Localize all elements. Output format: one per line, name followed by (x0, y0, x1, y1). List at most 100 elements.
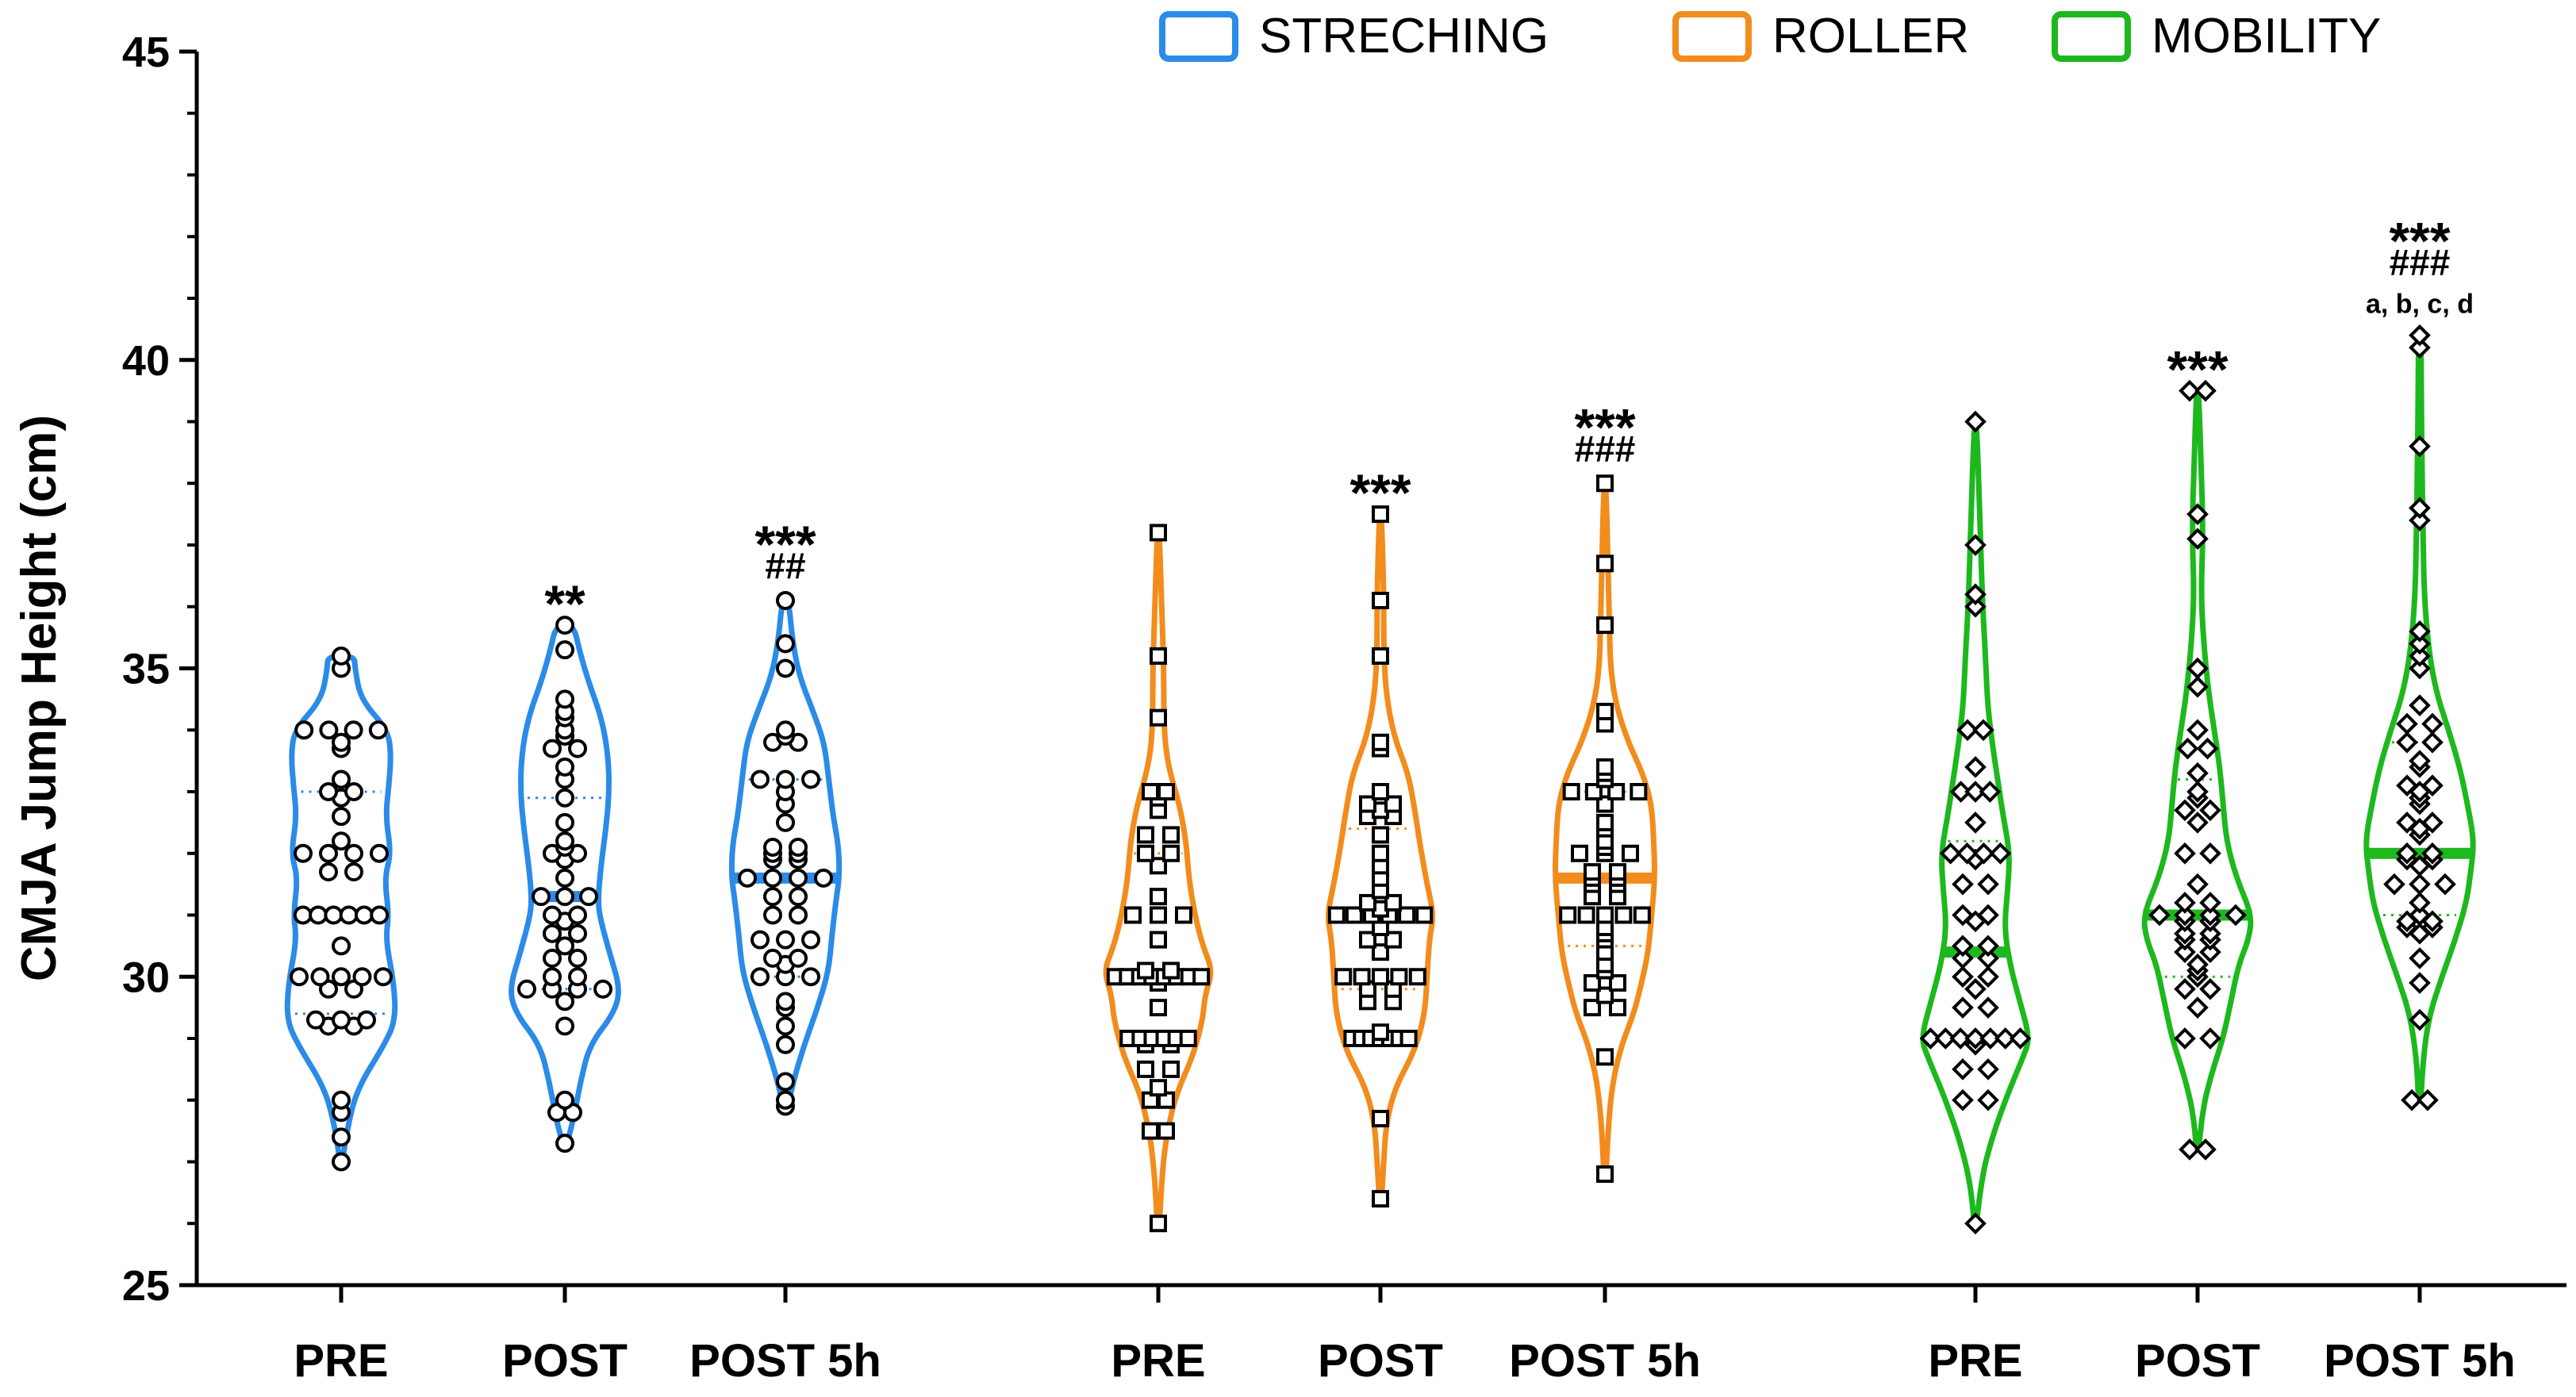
data-point (2009, 1027, 2032, 1050)
data-point (568, 948, 587, 968)
significance-stars: *** (2389, 212, 2450, 271)
data-point (1175, 906, 1192, 924)
data-point (2421, 774, 2444, 797)
data-point (1964, 1027, 1987, 1050)
data-point (1372, 591, 1389, 609)
data-point (1964, 410, 1987, 433)
significance-hashes: ## (765, 545, 805, 586)
data-point (776, 590, 795, 610)
x-tick-label: PRE (1111, 1335, 1205, 1387)
x-tick-label: POST 5h (2324, 1335, 2516, 1387)
data-point (1964, 534, 1987, 556)
significance-letters: a, b, c, d (2366, 290, 2474, 320)
data-point (370, 905, 390, 925)
data-point (1384, 795, 1402, 813)
data-point (1622, 844, 1639, 862)
data-point (1137, 961, 1154, 980)
data-point (1359, 795, 1376, 813)
data-point (1162, 826, 1180, 844)
data-point (309, 905, 328, 925)
data-point (2186, 719, 2209, 742)
data-point (1964, 756, 1987, 778)
data-point (2186, 996, 2209, 1019)
data-point (344, 843, 363, 863)
data-point (2421, 731, 2444, 754)
x-tick-label: POST 5h (1509, 1335, 1701, 1387)
data-point (1384, 893, 1402, 912)
data-point (2186, 953, 2209, 976)
annotations: **##******###******a, b, c, d###*** (544, 212, 2474, 633)
data-point (2225, 904, 2247, 927)
significance-hashes: ### (1575, 428, 1636, 469)
data-point (1372, 1023, 1389, 1042)
data-point (339, 905, 359, 925)
data-point (1596, 758, 1614, 776)
significance-hashes: ### (2390, 242, 2451, 283)
data-point (370, 843, 389, 863)
data-point (354, 905, 374, 925)
data-point (374, 967, 393, 987)
data-point (2174, 892, 2196, 914)
data-point (1596, 1165, 1614, 1184)
data-point (357, 1010, 376, 1030)
data-point (2179, 1138, 2201, 1161)
data-point (532, 887, 551, 907)
data-point (1372, 1190, 1389, 1208)
data-point (2199, 799, 2221, 822)
data-point (344, 782, 363, 801)
data-point (1964, 583, 1987, 606)
data-point (1162, 961, 1180, 980)
data-point (332, 936, 351, 956)
data-point (1372, 943, 1389, 961)
data-point (814, 868, 833, 888)
y-tick-label: 30 (122, 954, 170, 1001)
data-point (555, 831, 574, 851)
data-point (1596, 1048, 1614, 1066)
data-point (1964, 1212, 1987, 1235)
data-point (776, 770, 795, 789)
data-point (555, 689, 574, 709)
data-point (2396, 731, 2418, 754)
legend-label: STRECHING (1259, 9, 1549, 63)
x-tick-label: POST (2135, 1335, 2260, 1387)
data-point (1994, 1027, 2017, 1050)
data-point (1977, 996, 1999, 1019)
data-point (2186, 503, 2209, 525)
data-point (332, 646, 351, 666)
data-point (2409, 620, 2431, 643)
data-point (1596, 702, 1614, 720)
data-point (543, 739, 562, 758)
data-point (776, 658, 795, 678)
data-point (1977, 1088, 1999, 1111)
data-point (2194, 379, 2217, 402)
data-point (2199, 941, 2221, 963)
data-point (801, 967, 820, 987)
data-point (310, 967, 330, 987)
data-point (1607, 783, 1626, 800)
data-point (319, 720, 339, 740)
data-point (751, 930, 770, 950)
data-point (332, 1010, 351, 1030)
data-point (1150, 1079, 1167, 1097)
data-point (2186, 812, 2209, 834)
data-point (1399, 1030, 1418, 1047)
data-point (1977, 873, 1999, 896)
data-point (1596, 906, 1614, 924)
data-point (2409, 336, 2431, 359)
data-point (2199, 977, 2221, 1000)
data-point (789, 905, 808, 925)
data-point (352, 967, 372, 987)
significance-stars: *** (754, 515, 816, 574)
data-point (1952, 996, 1974, 1019)
data-point (2179, 379, 2201, 402)
data-point (2409, 435, 2431, 458)
data-point (2421, 712, 2444, 735)
violin-outline (1103, 529, 1214, 1226)
data-point (763, 837, 782, 857)
data-point (2194, 1138, 2217, 1161)
data-point (1972, 719, 1994, 742)
data-point (2409, 645, 2431, 667)
data-point (1162, 844, 1180, 862)
